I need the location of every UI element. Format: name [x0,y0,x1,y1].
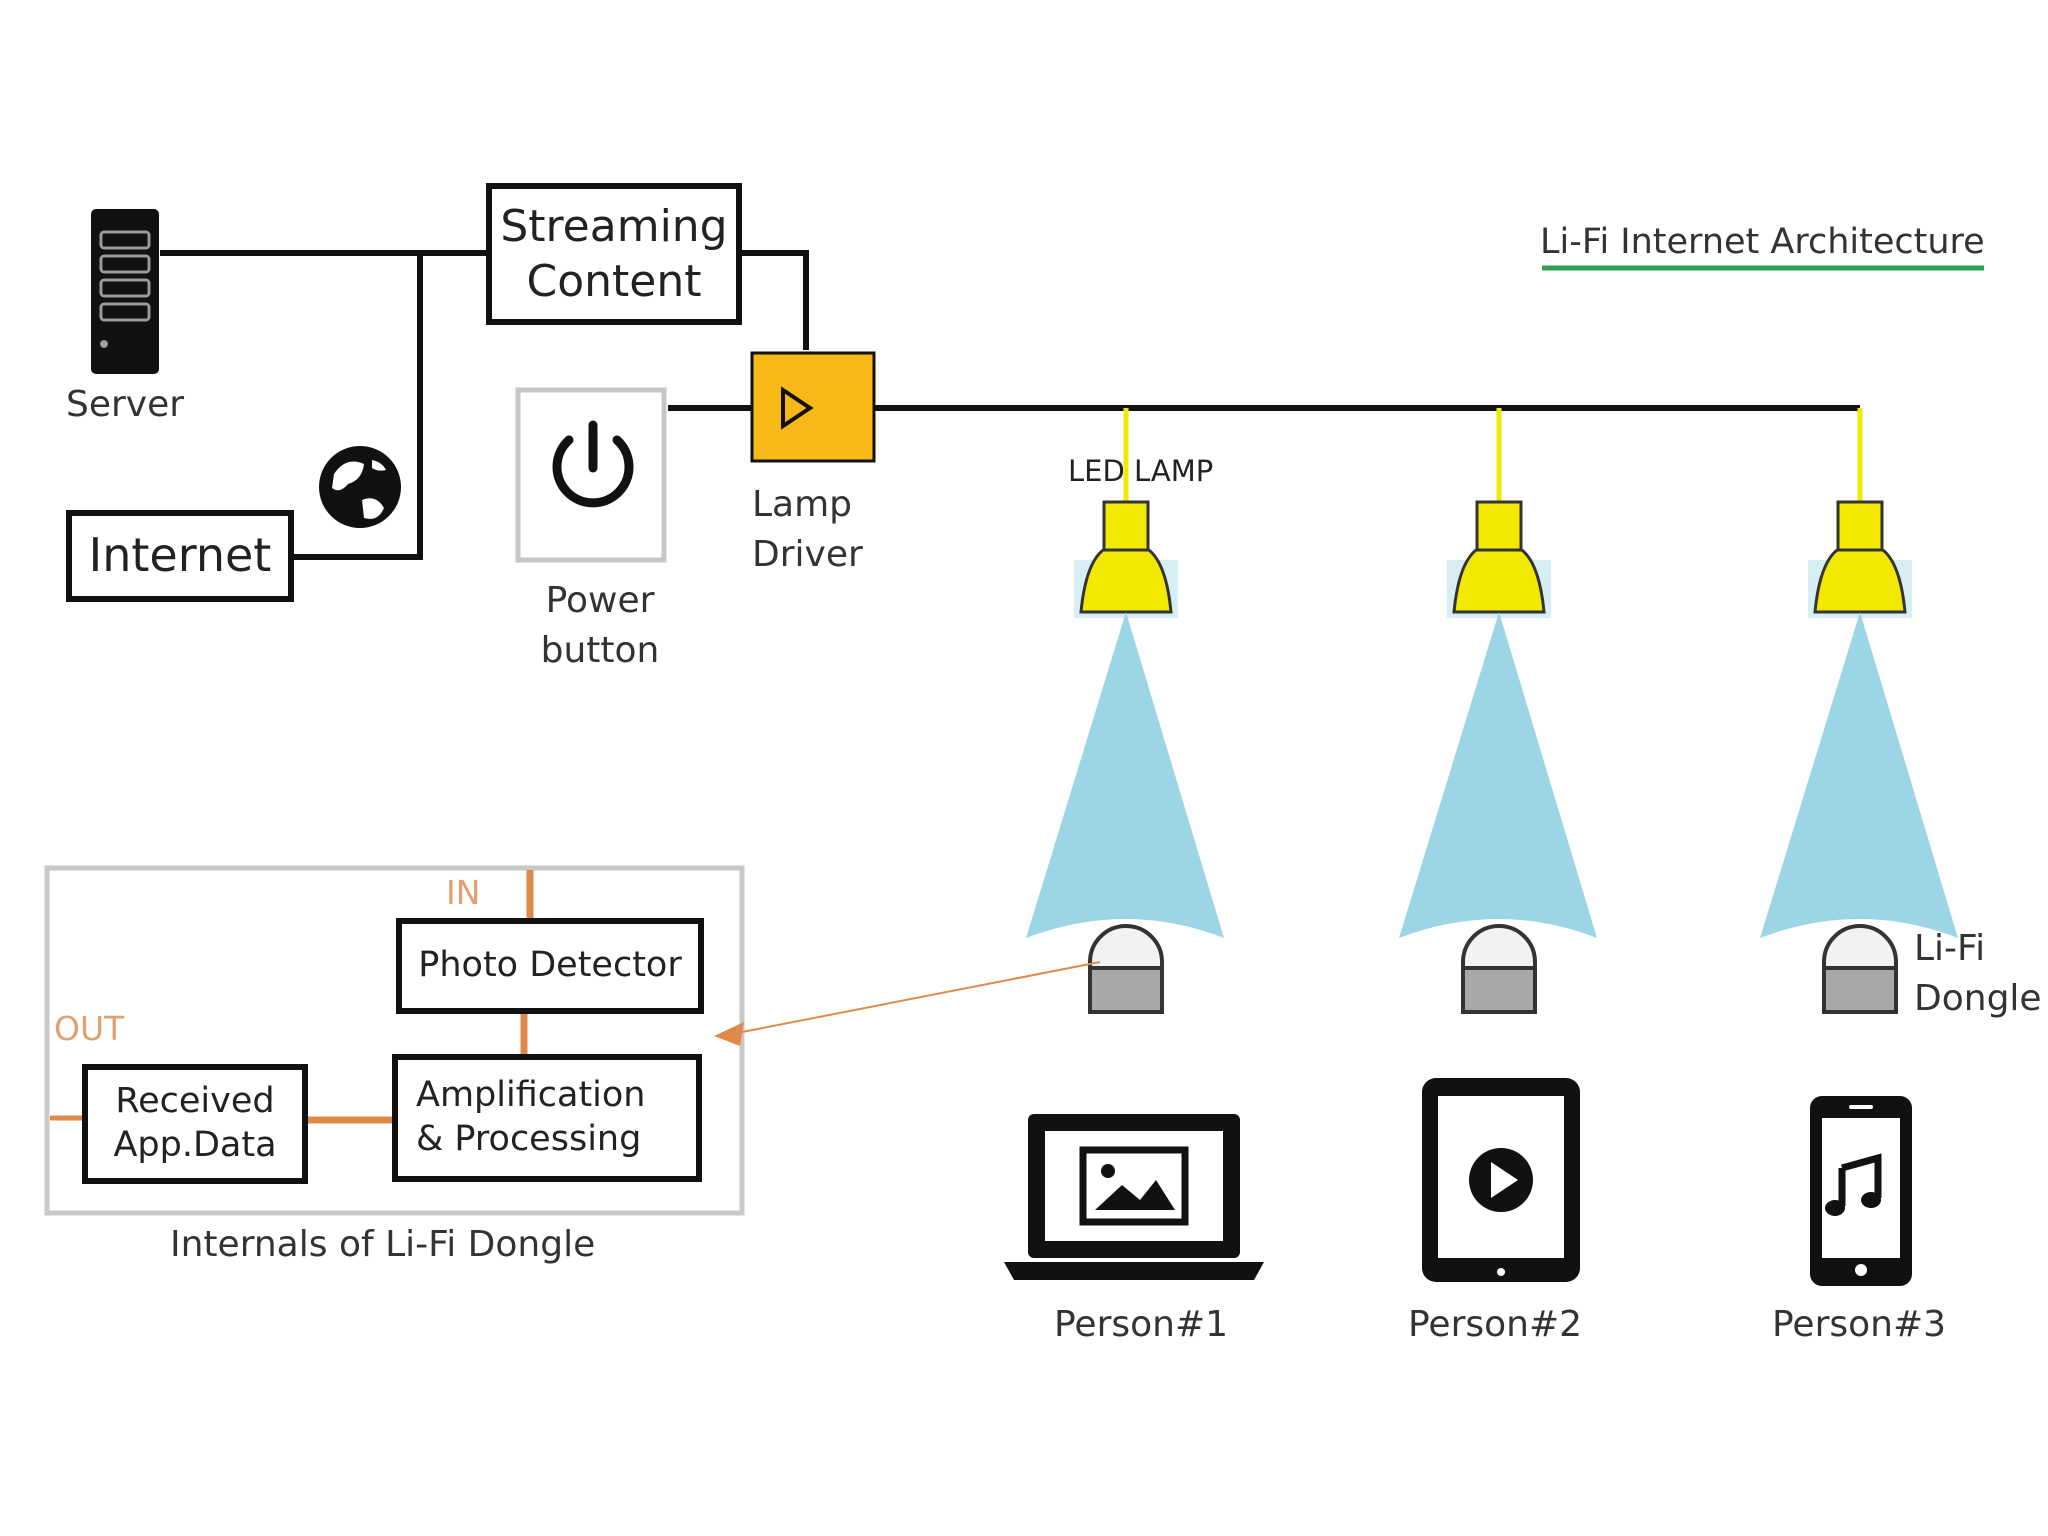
lamp-2-shade [1452,546,1546,614]
dongle-pointer-arrowhead [714,1022,744,1046]
streaming-to-driver-line [738,250,809,350]
page-title: Li-Fi Internet Architecture [1540,222,1985,262]
lamp-driver-label: Lamp Driver [752,484,863,576]
dongle-pointer-line [731,961,1101,1035]
dongle-3-base [1822,966,1898,1014]
lamp-1-shade [1079,546,1173,614]
tablet-play-icon [1422,1078,1580,1282]
led-lamp-label: LED LAMP [1068,454,1214,488]
person-3-label: Person#3 [1772,1304,1947,1345]
dongle-2-base [1461,966,1537,1014]
dongle-internals-frame [44,865,745,1216]
dongle-1-base [1088,966,1164,1014]
lamp-2-socket [1475,500,1523,552]
laptop-image-icon [1004,1114,1264,1280]
out-label: OUT [54,1009,125,1048]
power-button-label: Power button [540,580,660,672]
in-label: IN [446,873,481,912]
amplification-box: Amplification & Processing [392,1054,702,1182]
person-2-label: Person#2 [1408,1304,1583,1345]
person-1-label: Person#1 [1054,1304,1229,1345]
lamp-driver [750,351,876,463]
server-icon [91,209,159,374]
lamp-3-beam [1760,612,1958,938]
driver-triangle-icon [781,386,814,430]
received-data-box: Received App.Data [82,1064,308,1184]
lamp-2-beam [1399,612,1597,938]
power-button[interactable] [515,387,667,563]
server-label: Server [66,384,185,425]
photo-detector-box: Photo Detector [396,918,704,1014]
lamp-group [1026,408,1958,1014]
power-icon [552,420,634,508]
lamp-1-beam [1026,612,1224,938]
lamp-1-socket [1102,500,1150,552]
internals-caption: Internals of Li-Fi Dongle [170,1224,596,1265]
streaming-content-box: Streaming Content [486,183,742,325]
globe-icon [319,446,401,528]
lamp-3-socket [1836,500,1884,552]
internet-to-trunk-line [292,253,423,560]
phone-music-icon [1810,1096,1912,1286]
lamp-3-shade [1813,546,1907,614]
internet-box: Internet [66,510,294,602]
dongle-label: Li-Fi Dongle [1914,928,2042,1020]
